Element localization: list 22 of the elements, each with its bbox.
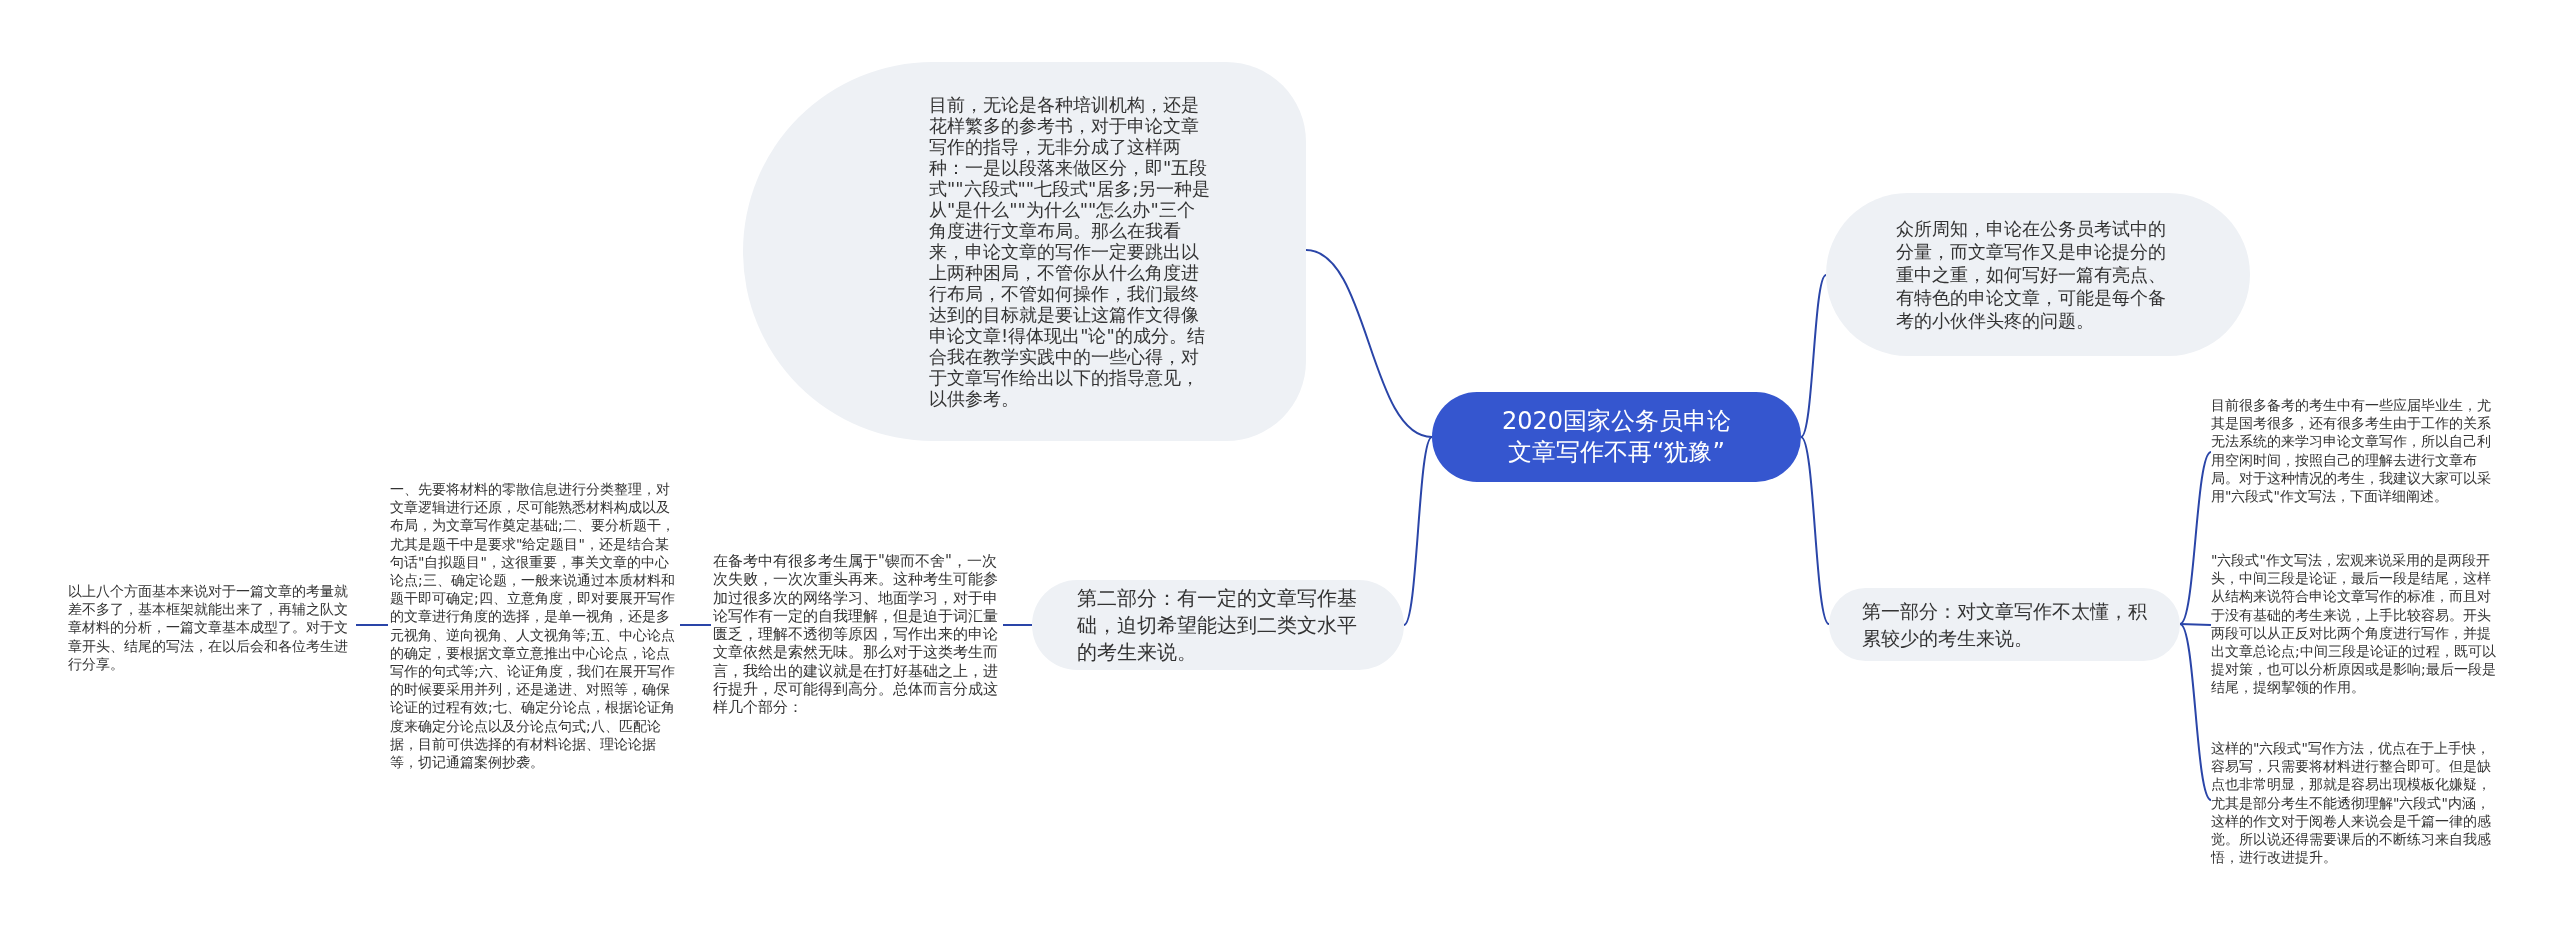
note-text: "六段式"作文写法，宏观来说采用的是两段开头，中间三段是论证，最后一段是结尾，这样从结构来说符合申论文章写作的标准，而且对于没有基础的考生来说，上手比较容易。开头两段可以从正反对比两个角度进行写作，并提出文章总论点;中间三段是论证的过程，既可以提对策，也可以分析原因或是影响;最后一段是结尾，提纲挈领的作用。: [2211, 551, 2501, 697]
connector-line: [1800, 436, 1830, 625]
bubble-text: 众所周知，申论在公务员考试中的分量，而文章写作又是申论提分的重中之重，如何写好一篇有亮点、有特色的申论文章，可能是每个备考的小伙伴头疼的问题。: [1896, 217, 2167, 332]
connector-line: [2179, 623, 2212, 626]
note-text: 一、先要将材料的零散信息进行分类整理，对文章逻辑进行还原，尽可能熟悉材料构成以及布局，为文章写作奠定基础;二、要分析题干，尤其是题干中是要求"给定题目"，还是结合某句话"自拟题目"，这很重要，事关文章的中心论点;三、确定论题，一般来说通过本质材料和题干即可确定;四、立意角度，即对要展开写作的文章进行角度的选择，是单一视角，还是多元视角、逆向视角、人文视角等;五、中心论点的确定，要根据文章立意推出中心论点，论点写作的句式等;六、论证角度，我们在展开写作的时候要采用并列，还是递进、对照等，确保论证的过程有效;七、确定分论点，根据论证角度来确定分论点以及分论点句式;八、匹配论据，目前可供选择的有材料论据、理论论据等，切记通篇案例抄袭。: [390, 480, 680, 772]
note-text: 在备考中有很多考生属于"锲而不舍"，一次次失败，一次次重头再来。这种考生可能参加过很多次的网络学习、地面学习，对于申论写作有一定的自我理解，但是迫于词汇量匮乏，理解不透彻等原因，写作出来的申论文章依然是索然无味。那么对于这类考生而言，我给出的建议就是在打好基础之上，进行提升，尽可能得到高分。总体而言分成这样几个部分：: [713, 552, 1001, 717]
bubble-text: 第二部分：有一定的文章写作基础，迫切希望能达到二类文水平的考生来说。: [1077, 585, 1358, 666]
connector-line: [1305, 249, 1433, 438]
bubble-text: 第一部分：对文章写作不太懂，积累较少的考生来说。: [1862, 598, 2147, 651]
connector-line: [1403, 436, 1433, 626]
connector-line: [679, 624, 712, 626]
bubble-text: 目前，无论是各种培训机构，还是花样繁多的参考书，对于申论文章写作的指导，无非分成了这样两种：一是以段落来做区分，即"五段式""六段式""七段式"居多;另一种是从"是什么""为什么""怎么办"三个角度进行文章布局。那么在我看来，申论文章的写作一定要跳出以上两种困局，不管你从什么角度进行布局，不管如何操作，我们最终达到的目标就是要让这篇作文得像申论文章!得体现出"论"的成分。结合我在教学实践中的一些心得，对于文章写作给出以下的指导意见，以供参考。: [929, 94, 1211, 409]
connector-line: [355, 624, 389, 626]
connector-line: [2179, 451, 2212, 625]
note-text: 目前很多备考的考生中有一些应届毕业生，尤其是国考很多，还有很多考生由于工作的关系无法系统的来学习申论文章写作，所以自己利用空闲时间，按照自己的理解去进行文章布局。对于这种情况的考生，我建议大家可以采用"六段式"作文写法，下面详细阐述。: [2211, 396, 2501, 506]
connector-line: [1800, 274, 1827, 438]
connector-line: [2179, 623, 2212, 801]
note-text: 以上八个方面基本来说对于一篇文章的考量就差不多了，基本框架就能出来了，再辅之队文章材料的分析，一篇文章基本成型了。对于文章开头、结尾的写法，在以后会和各位考生进行分享。: [68, 582, 354, 673]
topic-bubble: [743, 62, 1306, 441]
connector-line: [1002, 624, 1033, 626]
note-text: 这样的"六段式"写作方法，优点在于上手快，容易写，只需要将材料进行整合即可。但是缺点也非常明显，那就是容易出现模板化嫌疑，尤其是部分考生不能透彻理解"六段式"内涵，这样的作文对于阅卷人来说会是千篇一律的感觉。所以说还得需要课后的不断练习来自我感悟，进行改进提升。: [2211, 739, 2501, 867]
title-text: 2020国家公务员申论文章写作不再“犹豫”: [1500, 406, 1733, 468]
